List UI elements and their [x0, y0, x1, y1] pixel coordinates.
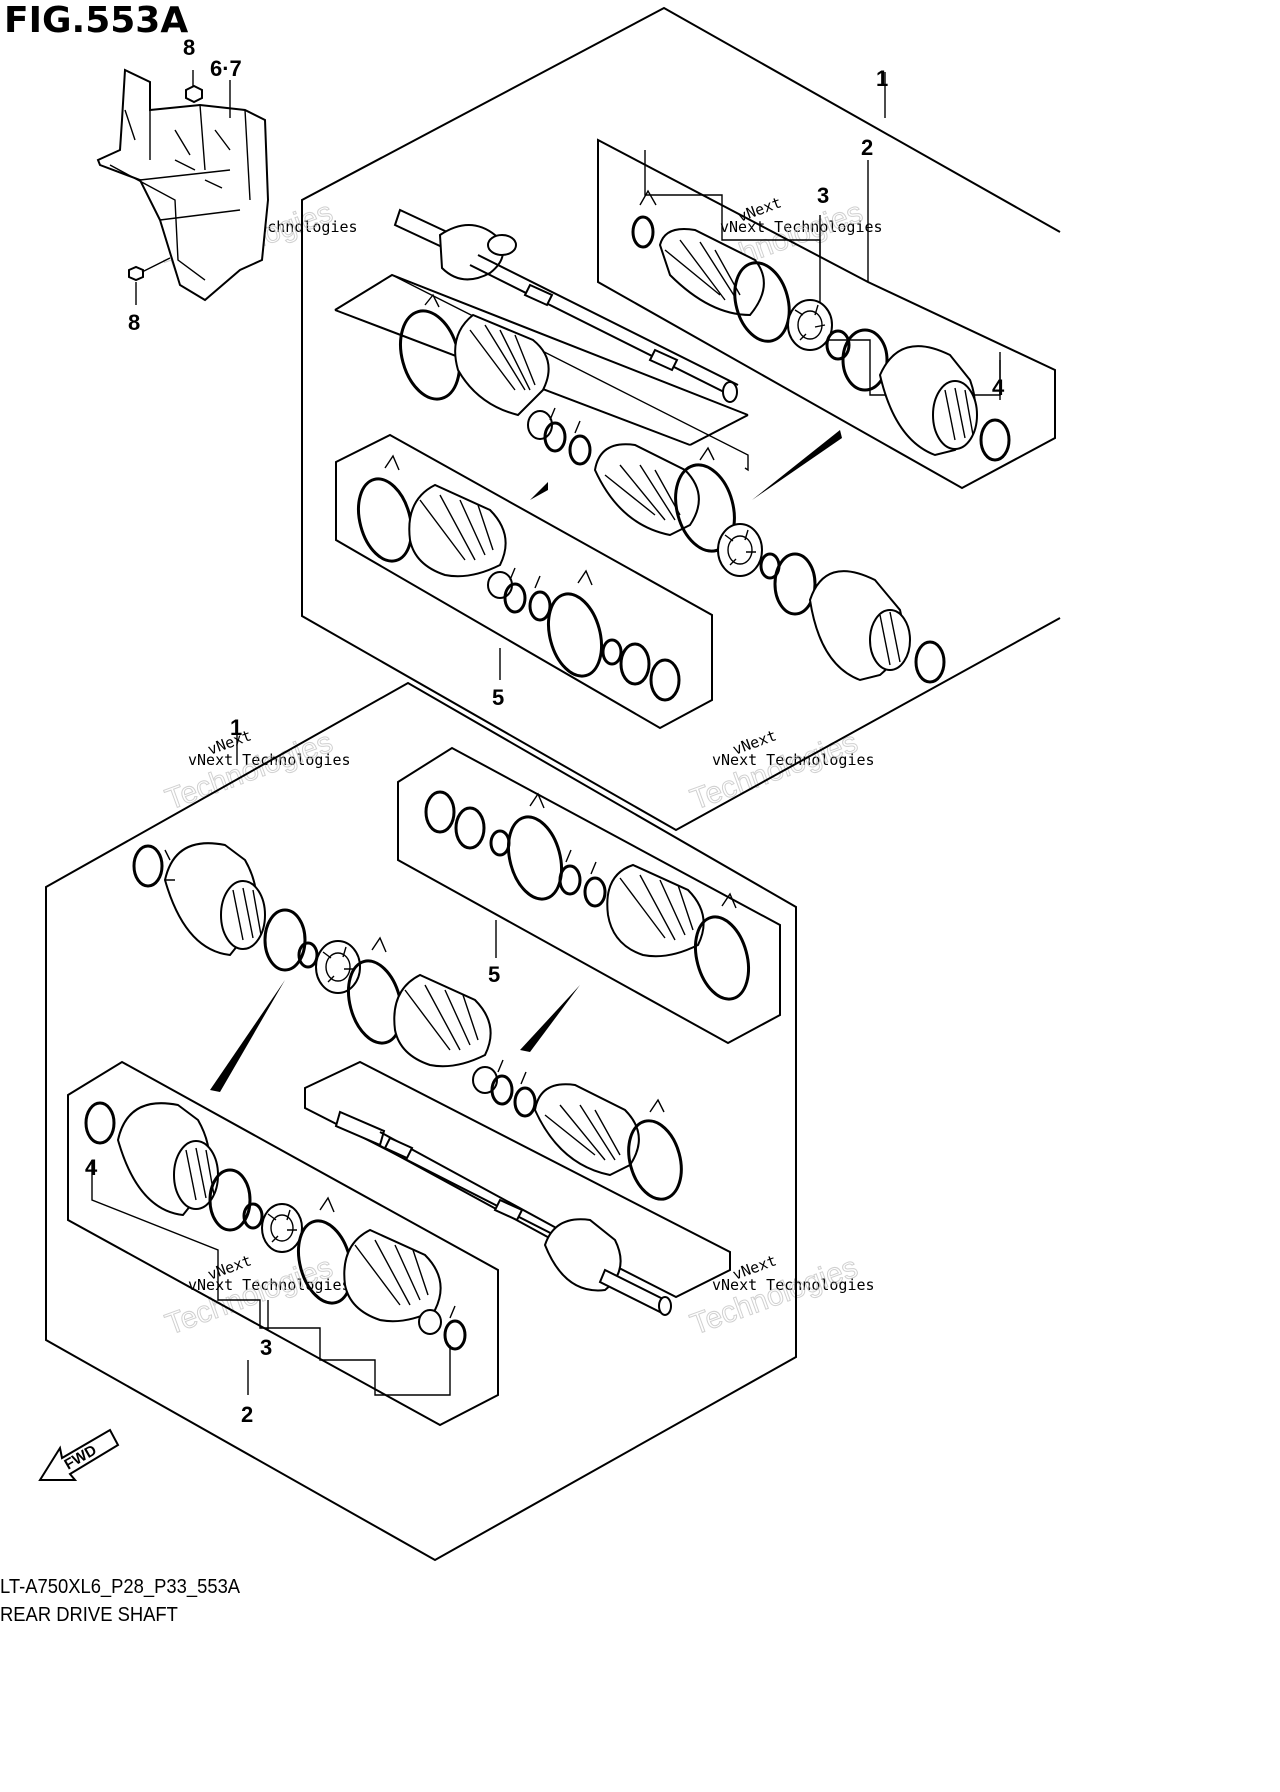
callout-4-lower: 4	[85, 1155, 98, 1180]
callout-2-lower: 2	[241, 1402, 253, 1427]
upper-assembly-frame: 1	[301, 6, 1061, 832]
lower-inner-boot	[393, 973, 498, 1094]
upper-outer-housing	[878, 345, 978, 457]
lower-outer-bearing	[261, 1203, 303, 1253]
fwd-arrow: FWD	[38, 1428, 120, 1481]
callout-1-upper: 1	[876, 66, 888, 91]
upper-outer-boot	[593, 443, 700, 537]
lower-boot-set-frame: 5	[397, 746, 781, 1045]
lower-assembly-frame: 1	[45, 681, 797, 1562]
bracket-bolt-bottom	[128, 257, 171, 305]
lower-outer-boot	[343, 1228, 442, 1335]
upper-boot-set-small-clamps	[503, 567, 552, 622]
upper-shaft	[393, 208, 739, 403]
lower-outer-small-clamp	[443, 1305, 467, 1351]
upper-shaft-frame-edge-3	[689, 414, 749, 446]
upper-boot-set-frame: 5	[335, 433, 713, 730]
callout-6-7: 6·7	[210, 56, 242, 81]
lower-inner-small-clamps	[490, 1059, 537, 1118]
callout-2-upper: 2	[861, 135, 873, 160]
lower-inner-circlip	[132, 844, 164, 888]
upper-small-clamps	[543, 407, 592, 466]
lower-shaft	[334, 1110, 672, 1316]
watermark-3: vNext Technologies Technologies vNext	[161, 725, 351, 817]
lower-arrow-2	[210, 980, 285, 1092]
bracket-bolt-top	[185, 70, 203, 104]
lower-boot-set-clamp-1	[507, 792, 563, 901]
lower-shaft-frame	[304, 1060, 731, 1299]
upper-joint-ring	[733, 261, 791, 343]
lower-inner-housing	[163, 842, 266, 957]
lower-inner-ring-small	[297, 941, 319, 969]
lower-shaft-clamp	[627, 1098, 683, 1201]
upper-joint-boot	[658, 228, 765, 317]
upper-circlip	[979, 418, 1011, 462]
upper-inner-ring-large	[773, 552, 817, 616]
upper-boot-set-rings	[601, 638, 681, 702]
upper-inner-cage	[717, 523, 763, 577]
svg-text:vNext Technologies: vNext Technologies	[712, 1276, 875, 1294]
callout-5-lower: 5	[488, 962, 500, 987]
callout-5-upper: 5	[492, 685, 504, 710]
upper-outer-joint-frame: 2 3 4	[597, 135, 1056, 490]
upper-bearing	[787, 299, 833, 351]
lower-outer-joint-frame: 2 3 4	[67, 1060, 499, 1427]
svg-text:vNext Technologies: vNext Technologies	[720, 218, 883, 236]
upper-clamp-2	[674, 446, 736, 553]
callout-4-upper: 4	[992, 375, 1005, 400]
lower-boot-set-boot	[606, 863, 705, 958]
upper-inner-boot	[454, 313, 553, 440]
upper-shaft-frame-edge	[334, 273, 749, 416]
diagram-name: REAR DRIVE SHAFT	[0, 1604, 178, 1626]
diagram-code: LT-A750XL6_P28_P33_553A	[0, 1576, 241, 1598]
upper-large-ring	[841, 328, 889, 392]
upper-joint-clamp	[631, 189, 657, 249]
lower-arrow-1	[520, 985, 580, 1052]
watermark-4: vNext Technologies Technologies vNext	[686, 725, 875, 817]
lower-boot-set-small-clamps	[558, 849, 607, 908]
upper-inner-housing	[808, 570, 911, 682]
lower-inner-ring-large	[263, 908, 307, 972]
callout-8-bottom: 8	[128, 310, 140, 335]
callout-3-upper: 3	[817, 183, 829, 208]
callout-3-lower: 3	[260, 1335, 272, 1360]
lower-boot-set-clamp-2	[694, 892, 750, 1001]
callout-8-top: 8	[183, 35, 195, 60]
svg-text:vNext Technologies: vNext Technologies	[188, 751, 351, 769]
upper-bearing-ring	[825, 329, 851, 361]
watermark-5: vNext Technologies Technologies vNext	[161, 1250, 351, 1342]
upper-boot-set-boot	[408, 483, 513, 599]
callout-1-lower: 1	[230, 715, 242, 740]
lower-outer-circlip	[84, 1101, 116, 1145]
watermark-6: vNext Technologies Technologies vNext	[686, 1250, 875, 1342]
upper-arrow-1	[530, 482, 548, 500]
lower-inner-cage	[315, 940, 361, 994]
figure-title: FIG.553A	[4, 0, 189, 41]
upper-arrow-2	[752, 430, 842, 500]
svg-text:vNext Technologies: vNext Technologies	[712, 751, 875, 769]
lower-outer-ring-small	[242, 1202, 264, 1230]
lower-shaft-boot	[533, 1083, 640, 1177]
guard-bracket	[96, 68, 270, 302]
lower-boot-set-rings	[424, 790, 511, 857]
upper-inner-circlip	[914, 640, 946, 684]
upper-boot-set-clamp-2	[547, 569, 603, 678]
upper-boot-set-clamp-1	[357, 454, 413, 563]
lower-outer-ring-large	[208, 1168, 252, 1232]
lower-outer-housing	[116, 1102, 219, 1217]
